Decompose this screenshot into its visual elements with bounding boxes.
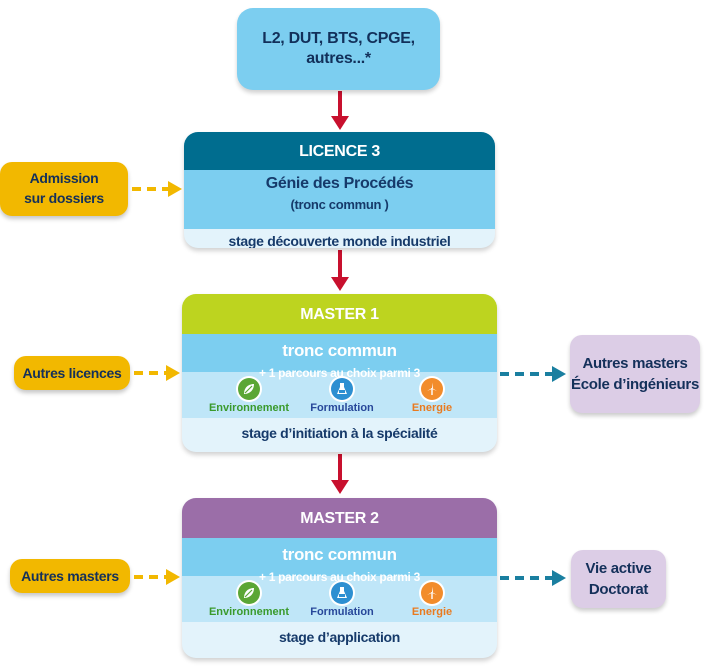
licence3-subject: Génie des Procédés bbox=[265, 175, 414, 192]
input-arrow-autres-masters bbox=[134, 569, 180, 585]
master2-option-label: Environnement bbox=[208, 606, 290, 618]
wind-turbine-icon bbox=[421, 378, 443, 400]
master1-block: MASTER 1 tronc commun + 1 parcours au ch… bbox=[182, 294, 497, 452]
flask-icon bbox=[331, 378, 353, 400]
entry-line2: autres...* bbox=[306, 50, 371, 67]
master1-option-environnement: Environnement bbox=[204, 378, 294, 414]
master2-option-label: Formulation bbox=[310, 606, 374, 618]
admission-line2: sur dossiers bbox=[24, 190, 104, 206]
flow-arrow-entry-to-licence bbox=[331, 91, 349, 130]
master2-options: + 1 parcours au choix parmi 3 Environnem… bbox=[182, 570, 497, 622]
after-master1-box: Autres masters École d’ingénieurs bbox=[570, 335, 700, 413]
master2-title: MASTER 2 bbox=[182, 498, 497, 538]
admission-box: Admission sur dossiers bbox=[0, 162, 128, 216]
licence3-main: Génie des Procédés (tronc commun ) bbox=[184, 170, 495, 229]
master1-option-formulation: Formulation bbox=[297, 378, 387, 414]
leaf-icon bbox=[238, 378, 260, 400]
master1-title: MASTER 1 bbox=[182, 294, 497, 334]
master2-option-environnement: Environnement bbox=[204, 582, 294, 618]
leaf-icon bbox=[238, 582, 260, 604]
flow-arrow-licence-to-master1 bbox=[331, 250, 349, 291]
admission-line1: Admission bbox=[29, 170, 99, 186]
licence3-internship: stage découverte monde industriel bbox=[228, 233, 451, 248]
licence3-trunk: (tronc commun ) bbox=[290, 197, 389, 212]
master1-option-label: Environnement bbox=[208, 402, 290, 414]
flask-icon bbox=[331, 582, 353, 604]
entry-line1: L2, DUT, BTS, CPGE, bbox=[262, 30, 415, 47]
master2-choice-text: + 1 parcours au choix parmi 3 bbox=[258, 570, 421, 584]
master2-option-label: Energie bbox=[411, 606, 453, 618]
master1-internship: stage d’initiation à la spécialité bbox=[241, 425, 438, 441]
master1-choice-text: + 1 parcours au choix parmi 3 bbox=[258, 366, 421, 380]
input-arrow-admission bbox=[132, 181, 182, 197]
input-arrow-autres-licences bbox=[134, 365, 180, 381]
autres-licences-box: Autres licences bbox=[14, 356, 130, 390]
output-arrow-after-master2 bbox=[500, 570, 566, 586]
master1-option-label: Energie bbox=[411, 402, 453, 414]
master1-trunk: tronc commun bbox=[182, 334, 497, 372]
autres-masters-input-box: Autres masters bbox=[10, 559, 130, 593]
master1-option-label: Formulation bbox=[310, 402, 374, 414]
licence3-title: LICENCE 3 bbox=[184, 132, 495, 170]
wind-turbine-icon bbox=[421, 582, 443, 604]
master2-option-formulation: Formulation bbox=[297, 582, 387, 618]
master2-trunk: tronc commun bbox=[182, 538, 497, 576]
after-master1-line1: Autres masters bbox=[582, 355, 688, 372]
master2-option-energie: Energie bbox=[387, 582, 477, 618]
output-arrow-after-master1 bbox=[500, 366, 566, 382]
licence3-block: LICENCE 3 Génie des Procédés (tronc comm… bbox=[184, 132, 495, 248]
after-master2-box: Vie active Doctorat bbox=[571, 550, 666, 608]
master1-options: + 1 parcours au choix parmi 3 Environnem… bbox=[182, 366, 497, 418]
flow-arrow-master1-to-master2 bbox=[331, 454, 349, 494]
master1-option-energie: Energie bbox=[387, 378, 477, 414]
entry-box: L2, DUT, BTS, CPGE, autres...* bbox=[237, 8, 440, 90]
master2-block: MASTER 2 tronc commun + 1 parcours au ch… bbox=[182, 498, 497, 658]
after-master2-line1: Vie active bbox=[585, 560, 652, 577]
after-master2-line2: Doctorat bbox=[588, 581, 649, 598]
master2-internship: stage d’application bbox=[278, 629, 401, 645]
after-master1-line2: École d’ingénieurs bbox=[571, 376, 699, 393]
